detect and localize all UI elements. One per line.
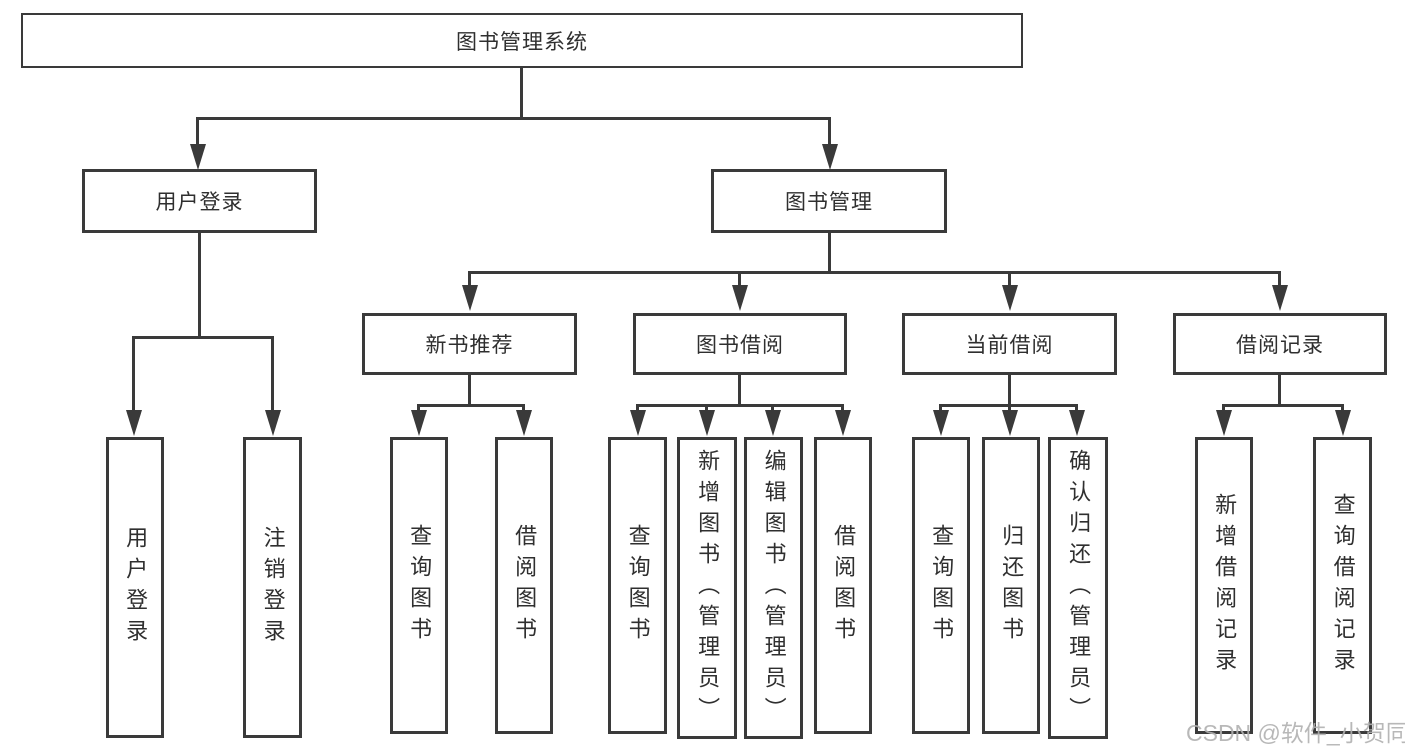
node-book-management: 图书管理 xyxy=(711,169,947,233)
leaf-newbooks-borrow-books: 借阅图书 xyxy=(495,437,553,734)
connector-drop-leaf xyxy=(1222,404,1225,412)
connector-records-stem xyxy=(1278,375,1281,407)
connector-drop-module xyxy=(738,271,741,288)
node-label: 图书管理 xyxy=(785,191,873,214)
connector-borrowing-hbar xyxy=(636,404,844,407)
connector-root-hbar xyxy=(196,117,830,120)
connector-borrowing-stem xyxy=(738,375,741,407)
node-label: 新书推荐 xyxy=(425,334,514,357)
leaf-borrowing-edit-books-admin: 编辑图书（管理员） xyxy=(744,437,803,739)
node-library-management-system: 图书管理系统 xyxy=(21,13,1023,68)
leaf-borrowing-borrow-books: 借阅图书 xyxy=(814,437,872,734)
connector-drop-leaf xyxy=(771,404,774,412)
connector-drop-leaf xyxy=(417,404,420,412)
leaf-label: 查询借阅记录 xyxy=(1330,492,1356,679)
leaf-newbooks-query-books: 查询图书 xyxy=(390,437,448,734)
node-book-borrowing: 图书借阅 xyxy=(633,313,847,375)
leaf-current-return-books: 归还图书 xyxy=(982,437,1040,734)
connector-drop-leaf xyxy=(132,336,135,412)
arrow-down-icon xyxy=(1335,410,1351,436)
connector-book-mgmt-stem xyxy=(828,233,831,274)
arrow-down-icon xyxy=(411,410,427,436)
node-current-borrowing: 当前借阅 xyxy=(902,313,1117,375)
leaf-label: 编辑图书（管理员） xyxy=(761,448,787,728)
connector-drop-leaf xyxy=(939,404,942,412)
leaf-user-login: 用户登录 xyxy=(106,437,164,738)
arrow-down-icon xyxy=(516,410,532,436)
connector-drop-leaf xyxy=(522,404,525,412)
connector-root-stem xyxy=(520,67,523,119)
connector-book-mgmt-hbar xyxy=(468,271,1281,274)
leaf-label: 查询图书 xyxy=(929,523,955,648)
arrow-down-icon xyxy=(1272,285,1288,311)
arrow-down-icon xyxy=(462,285,478,311)
leaf-borrowing-query-books: 查询图书 xyxy=(608,437,667,734)
node-new-book-recommend: 新书推荐 xyxy=(362,313,577,375)
connector-records-hbar xyxy=(1222,404,1344,407)
leaf-records-add-borrow-record: 新增借阅记录 xyxy=(1195,437,1253,734)
connector-user-login-hbar xyxy=(132,336,274,339)
connector-current-stem xyxy=(1008,375,1011,407)
leaf-label: 新增图书（管理员） xyxy=(695,448,721,728)
connector-drop-leaf xyxy=(271,336,274,412)
node-borrow-records: 借阅记录 xyxy=(1173,313,1387,375)
leaf-label: 新增借阅记录 xyxy=(1212,492,1238,679)
connector-drop-module xyxy=(1008,271,1011,288)
connector-drop-leaf xyxy=(841,404,844,412)
connector-drop-leaf xyxy=(1341,404,1344,412)
watermark: CSDN @软件_小贺同学 xyxy=(1186,720,1405,746)
connector-new-books-stem xyxy=(468,375,471,407)
connector-drop-leaf xyxy=(636,404,639,412)
connector-drop-leaf xyxy=(1075,404,1078,412)
arrow-down-icon xyxy=(1069,410,1085,436)
arrow-down-icon xyxy=(835,410,851,436)
leaf-label: 借阅图书 xyxy=(831,523,857,648)
node-label: 借阅记录 xyxy=(1236,334,1324,357)
arrow-down-icon xyxy=(732,285,748,311)
leaf-label: 借阅图书 xyxy=(512,523,538,648)
node-user-login: 用户登录 xyxy=(82,169,317,233)
leaf-borrowing-add-books-admin: 新增图书（管理员） xyxy=(677,437,737,739)
node-label: 图书管理系统 xyxy=(456,30,588,54)
connector-drop-module xyxy=(1278,271,1281,288)
leaf-label: 查询图书 xyxy=(407,523,433,648)
leaf-records-query-borrow-record: 查询借阅记录 xyxy=(1313,437,1372,734)
connector-drop-book-mgmt xyxy=(828,117,831,147)
connector-user-login-stem xyxy=(198,233,201,339)
arrow-down-icon xyxy=(265,410,281,436)
arrow-down-icon xyxy=(1216,410,1232,436)
arrow-down-icon xyxy=(699,410,715,436)
connector-drop-leaf xyxy=(1008,404,1011,412)
connector-new-books-hbar xyxy=(417,404,525,407)
arrow-down-icon xyxy=(822,144,838,170)
node-label: 用户登录 xyxy=(155,191,244,214)
arrow-down-icon xyxy=(190,144,206,170)
leaf-label: 确认归还（管理员） xyxy=(1066,448,1092,728)
leaf-label: 用户登录 xyxy=(123,525,149,650)
node-label: 图书借阅 xyxy=(696,334,784,357)
leaf-current-confirm-return-admin: 确认归还（管理员） xyxy=(1048,437,1108,739)
leaf-label: 注销登录 xyxy=(260,525,286,650)
arrow-down-icon xyxy=(1002,410,1018,436)
leaf-logout: 注销登录 xyxy=(243,437,302,738)
node-label: 当前借阅 xyxy=(965,334,1054,357)
arrow-down-icon xyxy=(765,410,781,436)
leaf-current-query-books: 查询图书 xyxy=(912,437,970,734)
leaf-label: 归还图书 xyxy=(999,523,1025,648)
arrow-down-icon xyxy=(933,410,949,436)
arrow-down-icon xyxy=(630,410,646,436)
connector-drop-user-login xyxy=(196,117,199,147)
leaf-label: 查询图书 xyxy=(625,523,651,648)
connector-drop-leaf xyxy=(705,404,708,412)
arrow-down-icon xyxy=(1002,285,1018,311)
arrow-down-icon xyxy=(126,410,142,436)
connector-drop-module xyxy=(468,271,471,288)
